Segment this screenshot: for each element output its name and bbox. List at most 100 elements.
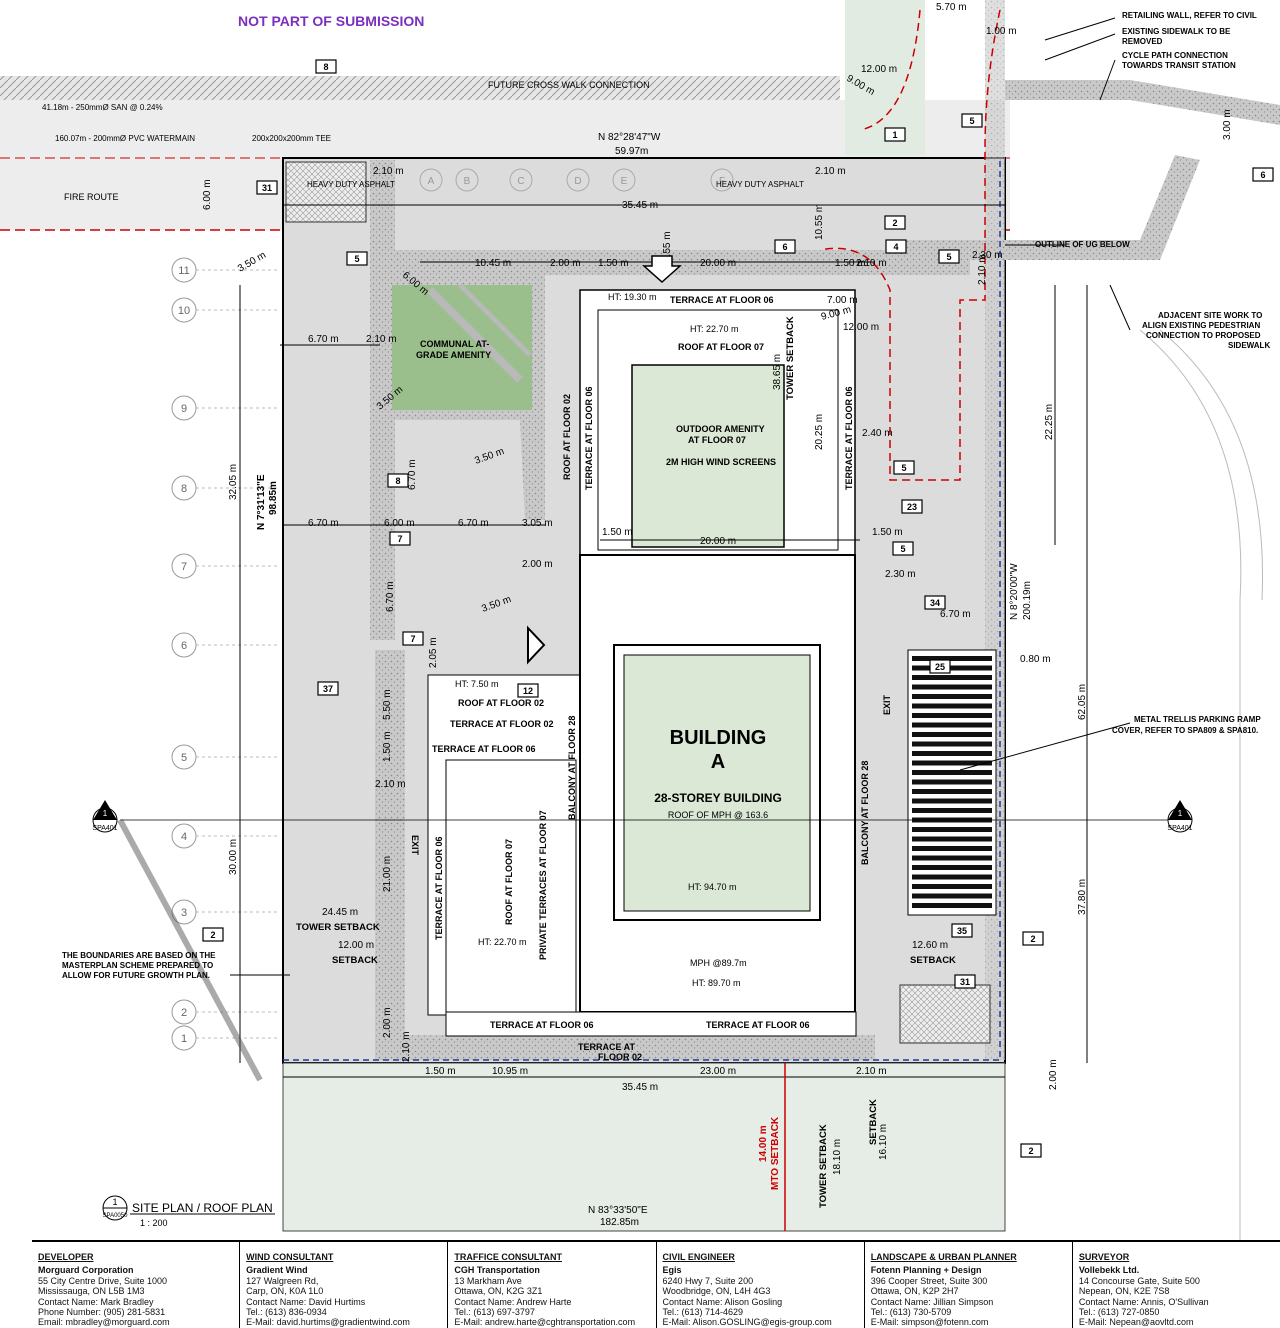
dim-3545-top: 35.45 m xyxy=(622,200,658,211)
callout-tag: 34 xyxy=(924,595,946,610)
label-tower-setback-b: TOWER SETBACK xyxy=(818,1124,829,1208)
dim-1810: 18.10 m xyxy=(832,1139,843,1175)
communal-amenity xyxy=(392,285,532,410)
dim-150a: 1.50 m xyxy=(598,258,629,269)
building-a-roof xyxy=(623,654,811,912)
dim-210c: 2.10 m xyxy=(856,258,887,269)
svg-text:1: 1 xyxy=(103,809,108,818)
note-existing-sidewalk-2: REMOVED xyxy=(1122,37,1163,46)
svg-text:1: 1 xyxy=(892,130,897,140)
label-terrace-02-b: TERRACE AT xyxy=(578,1042,635,1052)
firm-line: 14 Concourse Gate, Suite 500 xyxy=(1078,1275,1200,1286)
svg-text:F: F xyxy=(719,176,725,187)
svg-text:37: 37 xyxy=(323,684,333,694)
dim-1200c: 12.00 m xyxy=(338,940,374,951)
building-roof-note: ROOF OF MPH @ 163.6 xyxy=(668,810,768,820)
grid-row-10: 10 xyxy=(171,297,280,323)
dim-200a: 2.00 m xyxy=(550,258,581,269)
callout-tag: 5 xyxy=(938,249,960,264)
grid-row-1: 1 xyxy=(171,1025,280,1051)
callout-tag: 2 xyxy=(1020,1143,1042,1158)
hatched-area-31a xyxy=(285,161,367,223)
svg-text:SPA401: SPA401 xyxy=(1167,825,1192,832)
label-terrace-06-left-v: TERRACE AT FLOOR 06 xyxy=(434,836,444,940)
svg-text:35: 35 xyxy=(957,926,967,936)
dim-230b: 2.30 m xyxy=(885,569,916,580)
firm-line: E-Mail: simpson@fotenn.com xyxy=(870,1317,989,1328)
dim-2300: 23.00 m xyxy=(700,1066,736,1077)
firm-line: Contact Name: David Hurtims xyxy=(246,1296,366,1307)
label-setback-b: SETBACK xyxy=(868,1099,879,1145)
note-adjacent-2: ALIGN EXISTING PEDESTRIAN xyxy=(1142,321,1260,330)
dim-670b: 6.70 m xyxy=(407,459,418,490)
dim-2000a: 20.00 m xyxy=(700,258,736,269)
firm-role: SURVEYOR xyxy=(1078,1252,1130,1262)
section-marker-left: 1 SPA401 xyxy=(92,800,118,833)
dim-600c: 6.00 m xyxy=(384,518,415,529)
label-roof-02-v: ROOF AT FLOOR 02 xyxy=(562,394,572,480)
dim-1610: 16.10 m xyxy=(878,1124,889,1160)
svg-text:5: 5 xyxy=(901,463,906,473)
dim-3865: 38.65 m xyxy=(772,354,783,390)
svg-text:2: 2 xyxy=(210,930,215,940)
svg-text:1: 1 xyxy=(112,1197,117,1207)
svg-text:5: 5 xyxy=(946,252,951,262)
svg-text:5: 5 xyxy=(354,254,359,264)
callout-tag: 5 xyxy=(893,460,915,475)
dim-1200b: 12.00 m xyxy=(843,322,879,333)
label-communal-2: GRADE AMENITY xyxy=(416,350,491,360)
dim-2225: 22.25 m xyxy=(1044,404,1055,440)
podium-floor06 xyxy=(445,759,577,1013)
label-exit-r: EXIT xyxy=(882,694,892,715)
grid-row-6: 6 xyxy=(171,632,280,658)
label-tee: 200x200x200mm TEE xyxy=(252,134,331,143)
dim-210e: 2.10 m xyxy=(366,334,397,345)
dim-2100: 21.00 m xyxy=(382,856,393,892)
firm-line: E-Mail: david.hurtims@gradientwind.com xyxy=(246,1317,410,1328)
callout-tag: 5 xyxy=(346,251,368,266)
dim-1055: 10.55 m xyxy=(814,204,825,240)
note-trellis-1: METAL TRELLIS PARKING RAMP xyxy=(1134,715,1261,724)
firm-line: E-Mail: andrew.harte@cghtransportation.c… xyxy=(454,1317,636,1328)
label-outdoor-1: OUTDOOR AMENITY xyxy=(676,424,765,434)
bearing-right: N 8°20'00"W xyxy=(1009,563,1020,620)
firm-role: CIVIL ENGINEER xyxy=(662,1252,735,1262)
svg-text:34: 34 xyxy=(930,598,940,608)
svg-text:11: 11 xyxy=(178,265,189,277)
firm-line: Ottawa, ON, K2G 3Z1 xyxy=(454,1286,543,1297)
firm-line: Phone Number: (905) 281-5831 xyxy=(38,1307,166,1318)
svg-text:7: 7 xyxy=(397,534,402,544)
grid-row-3: 3 xyxy=(171,899,280,925)
dim-200d: 2.00 m xyxy=(1048,1059,1059,1090)
svg-text:8: 8 xyxy=(323,62,328,72)
svg-text:2: 2 xyxy=(1028,1146,1033,1156)
dim-230a: 2.30 m xyxy=(972,250,1003,261)
firm-line: 13 Markham Ave xyxy=(454,1275,522,1286)
dim-240: 2.40 m xyxy=(862,428,893,439)
note-trellis-2: COVER, REFER TO SPA809 & SPA810. xyxy=(1112,726,1258,735)
dim-1095: 10.95 m xyxy=(492,1066,528,1077)
firm-line: Tel.: (613) 697-3797 xyxy=(454,1307,535,1318)
section-marker-right: 1 SPA401 xyxy=(1167,800,1193,833)
green-right-curve xyxy=(1010,300,1280,1240)
svg-text:10: 10 xyxy=(178,305,190,317)
cycle-path xyxy=(890,155,1200,260)
outdoor-amenity xyxy=(631,364,785,548)
grid-col-d: D xyxy=(566,168,590,192)
grid-col-c: C xyxy=(509,168,533,192)
label-san: 41.18m - 250mmØ SAN @ 0.24% xyxy=(42,103,163,112)
svg-text:SPA0050: SPA0050 xyxy=(103,1213,129,1219)
site-bottom-zone xyxy=(282,1062,1006,1232)
label-heavy-duty-1: HEAVY DUTY ASPHALT xyxy=(307,180,395,189)
firm-line: 396 Cooper Street, Suite 300 xyxy=(870,1275,988,1286)
parking-ramp-trellis xyxy=(907,649,997,916)
note-boundaries-3: ALLOW FOR FUTURE GROWTH PLAN. xyxy=(62,971,210,980)
label-mto-setback: MTO SETBACK xyxy=(770,1116,781,1190)
building-ht-89: HT: 89.70 m xyxy=(692,978,741,988)
label-terrace-06-right-v: TERRACE AT FLOOR 06 xyxy=(844,386,854,490)
dim-3000: 30.00 m xyxy=(228,839,239,875)
svg-text:25: 25 xyxy=(935,662,945,672)
